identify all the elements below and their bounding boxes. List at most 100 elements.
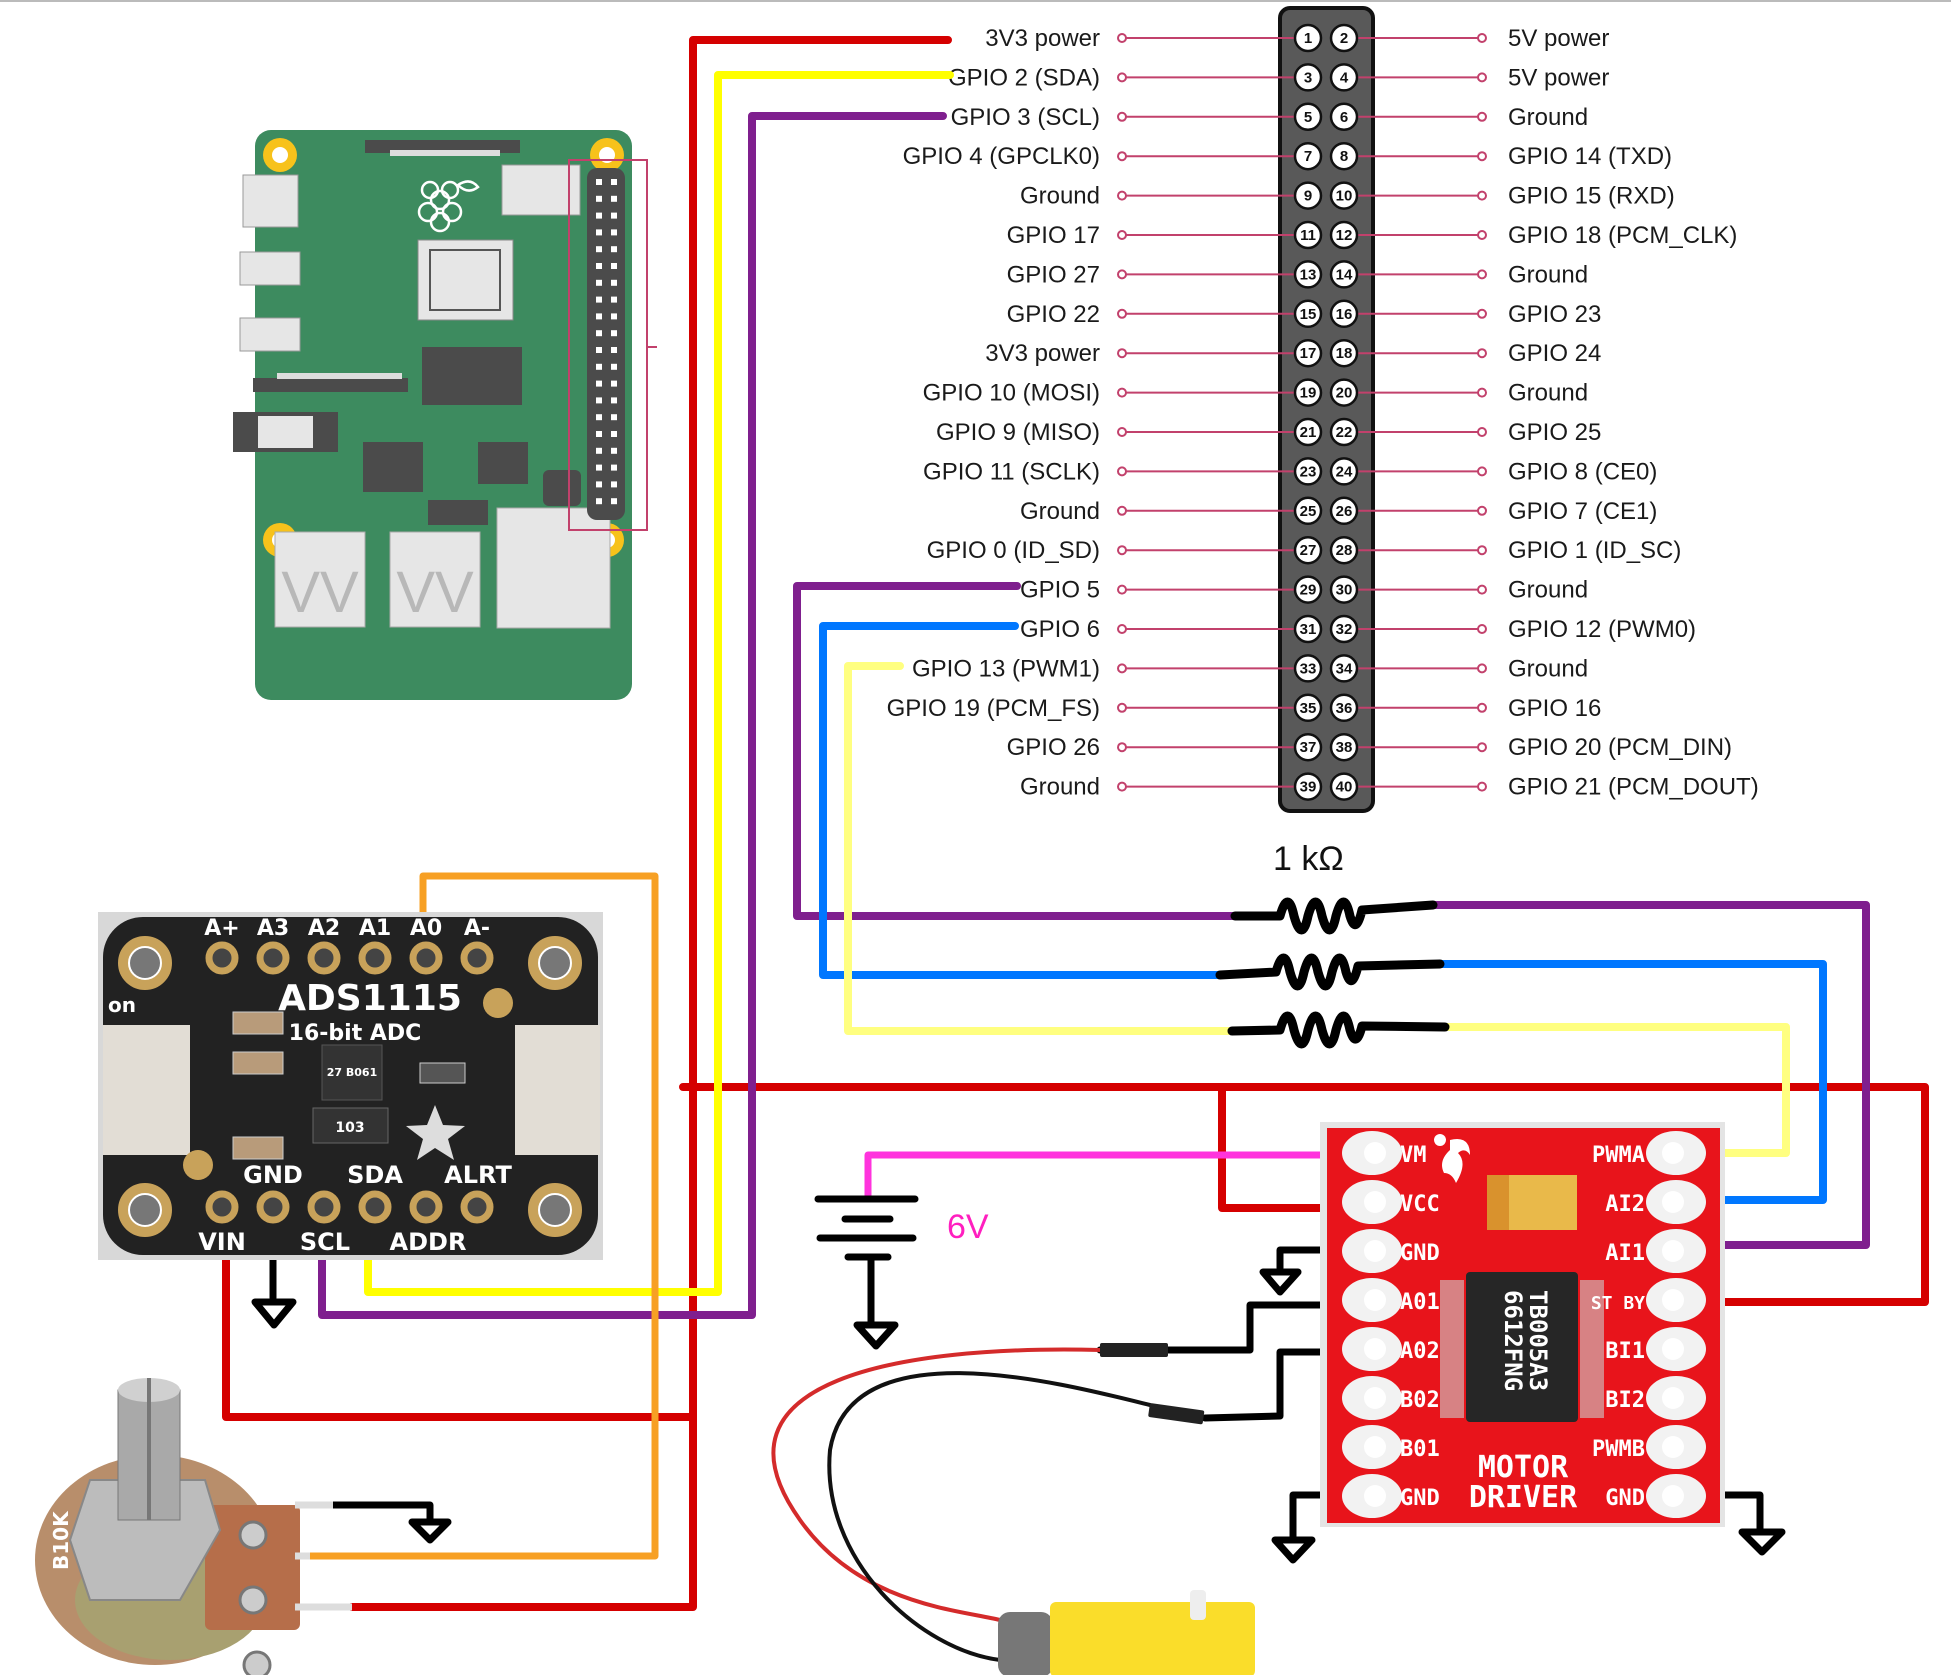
adc-pad-A+ <box>205 941 239 975</box>
pi-pin <box>596 481 602 488</box>
wire-a01-black <box>1096 1301 1378 1354</box>
wire-a0-orange <box>306 872 659 1560</box>
pin-39-circle <box>1293 772 1323 801</box>
motor-can <box>998 1612 1053 1675</box>
pin-18-circle <box>1329 338 1359 368</box>
driver-pad-hole <box>1364 1191 1386 1213</box>
driver-title-line1: MOTOR <box>1478 1450 1569 1485</box>
pin-2-circle <box>1329 23 1359 53</box>
pin-label-left: GPIO 4 (GPCLK0) <box>903 143 1100 170</box>
wire-gpio6-blue <box>819 622 1224 979</box>
pin-terminal-dot <box>1477 111 1487 122</box>
pot-marking: B10K <box>49 1510 73 1570</box>
pin-terminal-dot <box>1477 230 1487 240</box>
pin-terminal-dot <box>1477 624 1487 634</box>
driver-pad-hole <box>1662 1436 1684 1458</box>
adc-bottom-label: VIN <box>198 1228 246 1256</box>
pin-40-circle <box>1329 772 1359 801</box>
pin-terminal-dot <box>1117 348 1127 359</box>
ground-icon <box>1271 1536 1316 1564</box>
pin-19-circle <box>1293 378 1323 407</box>
pin-36-circle <box>1329 693 1359 723</box>
pin-terminal-dot <box>1477 72 1487 83</box>
pin-terminal-dot <box>1117 742 1127 753</box>
driver-pad-hole <box>1662 1191 1684 1213</box>
pin-number: 19 <box>1300 385 1317 402</box>
pin-number: 20 <box>1336 385 1353 402</box>
pin-34-circle <box>1329 654 1359 683</box>
adc-pin-label: A0 <box>410 916 442 941</box>
adc-bottom-label: SDA <box>347 1161 403 1189</box>
pi-pin <box>611 397 617 404</box>
pi-pin <box>611 481 617 488</box>
stemma-connector-left <box>103 1025 190 1155</box>
wires <box>222 36 1929 1611</box>
adc-bottom-label: SCL <box>300 1228 350 1256</box>
pin-label-left: GPIO 22 <box>1007 301 1100 328</box>
pi-pin <box>611 313 617 320</box>
usb-port-1 <box>274 531 366 628</box>
ground-icon <box>1259 1268 1302 1296</box>
pin-label-left: GPIO 2 (SDA) <box>948 64 1100 91</box>
adc-on-label: on <box>108 993 136 1017</box>
pin-30-circle <box>1329 575 1359 604</box>
chip-small-3 <box>428 500 488 525</box>
chip-small-2 <box>478 442 528 484</box>
ground-symbols <box>251 1268 1786 1564</box>
driver-pin-label-left: VCC <box>1400 1192 1440 1217</box>
adafruit-logo-icon <box>406 1105 465 1160</box>
pin-13-circle <box>1293 260 1323 289</box>
adc-title: ADS1115 <box>278 978 462 1019</box>
pin-terminal-dot <box>1117 230 1127 240</box>
driver-pin-label-left: B01 <box>1400 1437 1440 1462</box>
wire-pot-gnd-black <box>329 1501 434 1524</box>
pin-terminal-dot <box>1477 427 1487 437</box>
pin-number: 9 <box>1304 188 1312 205</box>
wire-gpio5-purple <box>793 582 1239 920</box>
pi-pin <box>611 414 617 421</box>
pin-number: 23 <box>1300 463 1317 480</box>
pot-nut <box>68 1479 222 1601</box>
chip-small-1 <box>363 442 423 492</box>
pin-label-left: GPIO 9 (MISO) <box>936 419 1100 446</box>
pin-label-right: GPIO 1 (ID_SC) <box>1508 537 1681 564</box>
pi-pin <box>611 363 617 370</box>
pin-terminal-dot <box>1117 505 1127 516</box>
driver-pin-label-left: A02 <box>1400 1339 1440 1364</box>
pin-35-circle <box>1293 693 1323 723</box>
pot-terminal-board <box>205 1505 300 1630</box>
pi-pin <box>596 447 602 454</box>
pin-label-right: GPIO 18 (PCM_CLK) <box>1508 222 1737 249</box>
pin-label-right: GPIO 15 (RXD) <box>1508 183 1675 210</box>
driver-pin-label-right: PWMB <box>1592 1437 1645 1462</box>
pin-33-circle <box>1293 654 1323 683</box>
pin-label-right: Ground <box>1508 104 1588 131</box>
pi-pin <box>596 431 602 437</box>
pin-number: 2 <box>1340 30 1348 47</box>
pin-number: 22 <box>1336 424 1353 441</box>
pi-pin <box>611 212 617 219</box>
header-highlight-box <box>568 159 648 531</box>
pi-gpio-header <box>587 168 625 520</box>
pin-label-left: GPIO 19 (PCM_FS) <box>887 695 1100 722</box>
pi-pin <box>596 195 602 202</box>
pin-number: 27 <box>1300 542 1317 559</box>
adc-pin-label: A1 <box>359 916 391 941</box>
pi-pin <box>596 363 602 370</box>
driver-pin-label-right: AI2 <box>1605 1192 1645 1217</box>
pin-26-circle <box>1329 496 1359 526</box>
display-connector <box>253 378 408 392</box>
pin-15-circle <box>1293 299 1323 329</box>
pin-terminal-dot <box>1477 584 1487 595</box>
pi-pin <box>611 246 617 253</box>
camera-connector <box>365 140 520 153</box>
